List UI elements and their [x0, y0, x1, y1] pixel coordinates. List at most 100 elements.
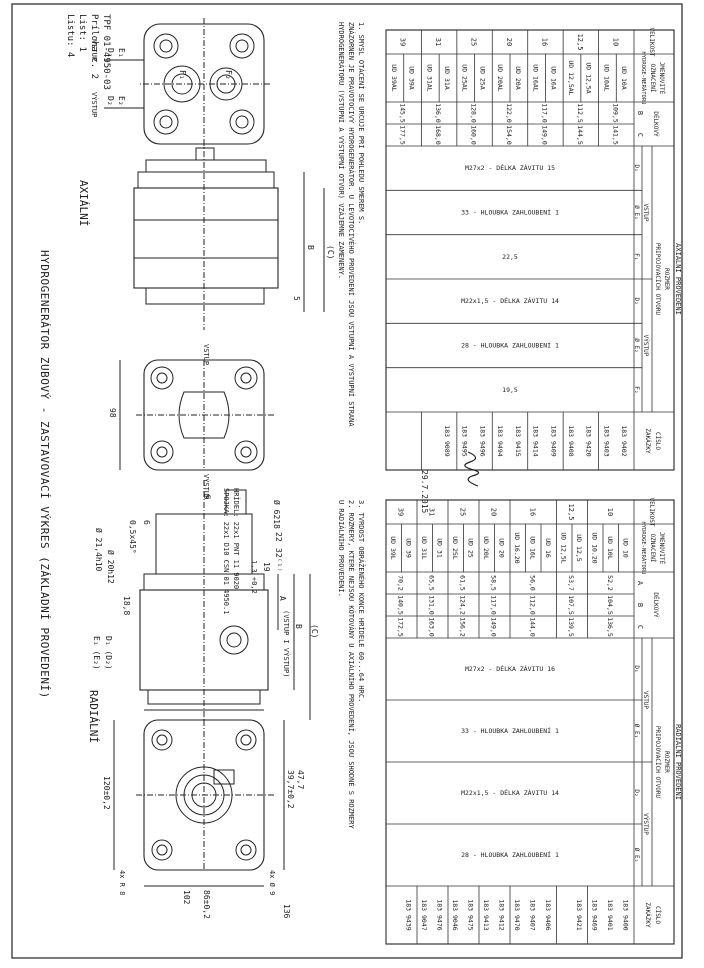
radial-row-name: UD 39: [404, 538, 412, 558]
radial-row-order: 183 9413: [482, 899, 490, 930]
doc-date: 29.7.2015: [420, 470, 429, 514]
axial-row-c: 177,5: [399, 125, 407, 145]
axial-col-order: CÍSLO: [654, 432, 662, 450]
axial-row-b: 109,5: [611, 103, 619, 123]
axial-row-order: 183 9420: [585, 425, 593, 456]
radial-sub-out-0: D₂: [633, 789, 640, 796]
svg-text:98: 98: [108, 408, 117, 418]
svg-text:120±0,2: 120±0,2: [102, 776, 111, 810]
radial-row-name: UD 10.20: [590, 532, 598, 563]
svg-text:(VSTUP I VÝSTUP): (VSTUP I VÝSTUP): [282, 610, 291, 677]
axial-col-ports: PRIPOJOVACÍCH OTVORU: [654, 243, 662, 316]
radial-col-a: A: [636, 581, 644, 586]
axial-row-b: 136,0: [434, 103, 442, 123]
axial-row-order: 183 9403: [602, 425, 610, 456]
radial-row-a: 52,2: [606, 575, 614, 591]
radial-row-a: 70,2: [397, 575, 405, 591]
axial-col-b: B: [636, 111, 644, 115]
radial-row-b: 124,2: [459, 595, 467, 615]
radial-col-c: C: [636, 625, 644, 629]
svg-text:102: 102: [182, 890, 191, 905]
axial-row-name: UD 20AL: [496, 64, 504, 91]
axial-row-name: UD 10A: [620, 66, 628, 90]
svg-text:A: A: [278, 596, 287, 601]
radial-row-c: 144,0: [528, 617, 536, 637]
svg-text:B: B: [306, 245, 315, 250]
axial-row-order: 183 9408: [567, 425, 575, 456]
radial-row-size: 39: [397, 508, 405, 516]
doc-number: TPF 01-4950-03: [101, 14, 111, 90]
axial-sub-out-2: F₂: [633, 386, 640, 393]
radial-col-name: JMENOVITÉ: [658, 532, 666, 565]
axial-row-c: 141,5: [611, 125, 619, 145]
radial-row-a: 61,5: [459, 575, 467, 591]
radial-row-order: 183 9400: [621, 899, 629, 930]
radial-col-b: B: [636, 603, 644, 607]
axial-row-size: 16: [540, 38, 548, 46]
radial-sub-in-1: Ø E₁: [633, 724, 640, 738]
axial-row-order: 183 9415: [514, 425, 522, 456]
radial-row-order: 183 9401: [606, 899, 614, 930]
radial-row-order: 183 9421: [575, 899, 583, 930]
radial-col-name-2: OZNACENÍ: [649, 534, 657, 563]
svg-text:3. TVRDOST OBRÁŽENÉHO KONCE HR: 3. TVRDOST OBRÁŽENÉHO KONCE HRÍDELE 60..…: [357, 500, 366, 702]
radial-row-c: 172,5: [397, 617, 405, 637]
axial-row-order: 183 9414: [532, 425, 540, 456]
svg-text:VSTUP: VSTUP: [90, 40, 98, 61]
notes-radial: 3. TVRDOST OBRÁŽENÉHO KONCE HRÍDELE 60..…: [337, 500, 366, 830]
svg-text:18,8: 18,8: [122, 596, 131, 615]
axial-sub-in-1: Ø E₁: [633, 205, 640, 219]
axial-row-c: 154,0: [505, 125, 513, 145]
svg-text:32⁽¹⁾: 32⁽¹⁾: [274, 548, 283, 572]
axial-row-name: UD 25AL: [461, 64, 469, 91]
axial-depth-in: 33 - HLOUBKA ZAHLOUBENÍ 1: [461, 208, 559, 217]
radial-row-c: 136,5: [606, 617, 614, 637]
radial-row-b: 140,5: [397, 595, 405, 615]
axial-header-group: AXIÁLNÍ PROVEDENÍ: [674, 243, 683, 315]
axial-view-label: AXIÁLNÍ: [77, 180, 90, 226]
axial-flange-view: D₁ E₁ D₂ E₂ F₁ F₂ VSTUP VÝSTUP: [90, 18, 270, 150]
axial-row-b: 145,5: [399, 103, 407, 123]
radial-row-c: 149,0: [490, 617, 498, 637]
radial-row-name: UD 39L: [389, 536, 397, 560]
axial-col-lengths: DÉLKOVÝ: [652, 111, 660, 137]
radial-row-name: UD 12,5L: [559, 532, 567, 563]
svg-text:VSTUP: VSTUP: [202, 344, 210, 365]
radial-side-view: (C) B A (VSTUP I VÝSTUP) 18,8 E₁ (E₂) D₁…: [92, 480, 319, 720]
svg-text:U RADIÁLNÍHO PROVEDENÍ.: U RADIÁLNÍHO PROVEDENÍ.: [337, 500, 346, 597]
svg-text:SPOJKA: 22x1 D10 CSN 01 4950.1: SPOJKA: 22x1 D10 CSN 01 4950.1: [222, 488, 230, 614]
radial-row-name: UD 25: [466, 538, 474, 558]
axial-row-name: UD 39AL: [390, 64, 398, 91]
axial-row-b: 128,0: [470, 103, 478, 123]
radial-col-lengths: DÉLKOVÝ: [652, 592, 660, 618]
axial-row-size: 39: [399, 38, 407, 46]
radial-row-name: UD 31: [435, 538, 443, 558]
radial-row-a: 58,5: [490, 575, 498, 591]
axial-table: VELIKOSTJMENOVITÉOZNACENÍHYDROGE-NERÁTOR…: [385, 28, 683, 471]
svg-text:4x Ø 9: 4x Ø 9: [268, 870, 276, 895]
axial-row-name: UD 12,5AL: [567, 60, 575, 95]
radial-row-size: 12,5: [567, 504, 575, 521]
axial-side-view: (C) B 5: [133, 140, 335, 330]
axial-row-name: UD 39A: [408, 66, 416, 90]
radial-col-size: VELIKOST: [648, 498, 655, 527]
svg-text:39,7±0,2: 39,7±0,2: [286, 770, 295, 809]
svg-text:47,7: 47,7: [296, 770, 305, 789]
radial-front-view: 120±0,2 86±0,2 102 39,7±0,2 47,7 136 4x …: [102, 709, 305, 919]
radial-header-group: RADIÁLNÍ PROVEDENÍ: [674, 724, 683, 800]
axial-row-size: 25: [470, 38, 478, 46]
radial-row-order: 183 9046: [451, 899, 459, 930]
svg-text:Ø 20h12: Ø 20h12: [106, 550, 116, 584]
svg-text:ZNÁZORNEN JE PRAVOTOCIVÝ HYDRO: ZNÁZORNEN JE PRAVOTOCIVÝ HYDROGENERÁTOR.…: [347, 22, 356, 427]
radial-row-order: 183 9439: [404, 899, 412, 930]
axial-depth-out: 28 - HLOUBKA ZAHLOUBENÍ 1: [461, 341, 559, 350]
svg-text:D₂: D₂: [106, 96, 115, 106]
axial-row-name: UD 31A: [443, 66, 451, 90]
axial-row-name: UD 31AL: [425, 64, 433, 91]
svg-text:136: 136: [282, 904, 291, 919]
radial-view-label: RADIÁLNÍ: [87, 690, 100, 743]
radial-col-dims: ROZMER: [663, 751, 670, 773]
axial-row-order: 183 9402: [620, 425, 628, 456]
